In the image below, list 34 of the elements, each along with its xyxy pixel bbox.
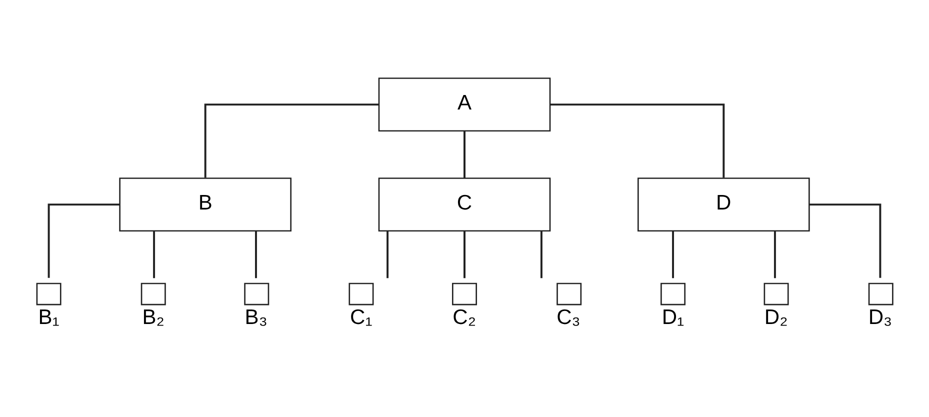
connector: [386, 231, 389, 278]
node-box: [868, 282, 894, 306]
node-label: B₃: [244, 306, 268, 330]
node-box: C: [378, 178, 551, 232]
node-box: D: [638, 178, 810, 232]
connector: [48, 204, 120, 278]
node-box: [140, 282, 166, 306]
connector: [672, 231, 674, 278]
connector: [774, 231, 776, 278]
node-box: A: [378, 78, 551, 132]
node-label: C₁: [350, 306, 372, 330]
connector: [550, 104, 725, 178]
connector: [204, 104, 379, 178]
node-box: [244, 282, 270, 306]
connector: [464, 231, 466, 278]
node-label: D₁: [662, 306, 684, 330]
node-box: [36, 282, 62, 306]
node-box: [660, 282, 686, 306]
node-box: [556, 282, 582, 306]
connector: [464, 131, 466, 178]
connector: [540, 231, 542, 278]
node-label: C₃: [556, 306, 580, 330]
node-box: B: [119, 178, 292, 232]
connector: [153, 231, 156, 278]
node-label: D₂: [764, 306, 788, 330]
node-label: D₃: [868, 306, 892, 330]
connector: [255, 231, 257, 278]
node-label: C₂: [452, 306, 476, 330]
node-box: [764, 282, 789, 306]
node-label: B₁: [38, 306, 60, 330]
node-box: [452, 282, 477, 306]
node-label: B₂: [142, 306, 164, 330]
node-box: [348, 282, 374, 306]
connector: [809, 204, 882, 278]
